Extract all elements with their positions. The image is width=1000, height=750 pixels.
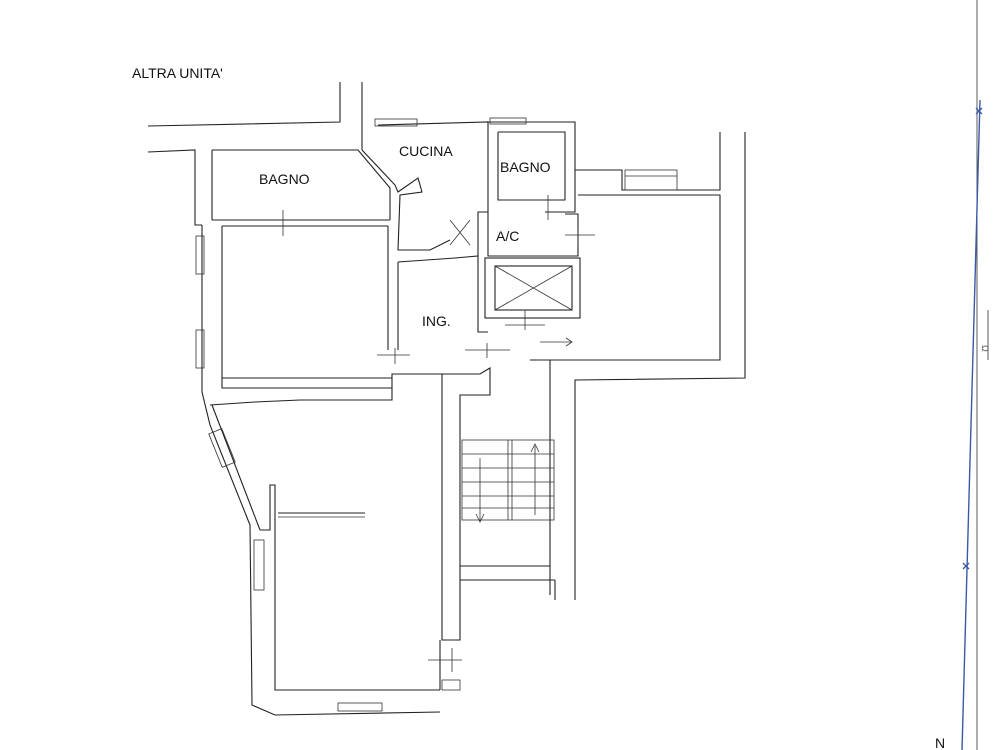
room-label-bagno-left: BAGNO (259, 171, 310, 187)
room-label-ingresso: ING. (422, 313, 451, 329)
margin-frame (961, 0, 989, 750)
other-unit-label: ALTRA UNITA' (132, 65, 223, 81)
room-label-bagno-right: BAGNO (500, 159, 551, 175)
other-unit-boundary (147, 82, 363, 158)
room-label-ac: A/C (496, 228, 519, 244)
walls-left-block (194, 149, 462, 716)
walls-ingresso (397, 255, 510, 580)
margin-note: Ω (980, 345, 990, 352)
north-label: N (935, 735, 945, 750)
staircase (460, 439, 556, 600)
walls-kitchen (361, 118, 489, 256)
walls-right-block (484, 117, 595, 347)
room-label-cucina: CUCINA (399, 143, 453, 159)
walls-right-room (530, 132, 746, 600)
